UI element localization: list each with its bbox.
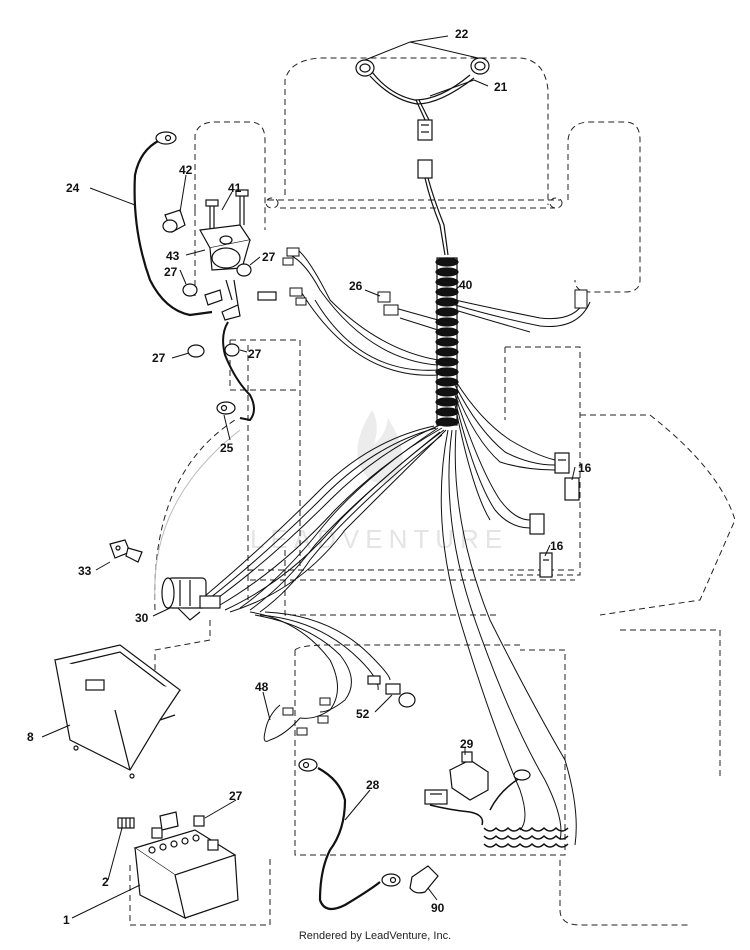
upper-connectors xyxy=(282,247,588,316)
coiled-wire xyxy=(429,777,569,848)
footer-credit: Rendered by LeadVenture, Inc. xyxy=(298,930,452,942)
fender-outline xyxy=(154,429,241,601)
label-27-c: 27 xyxy=(152,351,166,365)
harness-wires xyxy=(204,249,591,846)
part-90 xyxy=(409,865,439,894)
label-30: 30 xyxy=(135,611,149,625)
label-42: 42 xyxy=(179,163,193,177)
label-24: 24 xyxy=(66,181,80,195)
label-52: 52 xyxy=(356,707,370,721)
watermark-text: LEADVENTURE xyxy=(250,524,508,554)
cable-25-end xyxy=(216,401,236,415)
right-connectors xyxy=(529,452,580,578)
label-16-a: 16 xyxy=(578,461,592,475)
label-26: 26 xyxy=(349,279,363,293)
label-2: 2 xyxy=(102,875,109,889)
ignition-switch xyxy=(161,577,221,621)
connector-26b xyxy=(383,304,399,316)
label-27-a: 27 xyxy=(164,265,178,279)
label-1: 1 xyxy=(63,913,70,927)
battery-hardware xyxy=(117,811,205,831)
label-27-d: 27 xyxy=(248,347,262,361)
main-wire-loom xyxy=(435,257,459,427)
label-28: 28 xyxy=(366,778,380,792)
seat-switch xyxy=(424,751,490,805)
label-41: 41 xyxy=(228,181,242,195)
battery-cable-24 xyxy=(133,139,213,317)
cable-28-ends xyxy=(298,758,401,887)
headlight-assembly xyxy=(355,57,490,256)
label-27-e: 27 xyxy=(229,789,243,803)
cable-25 xyxy=(222,321,255,422)
watermark: LEADVENTURE xyxy=(250,410,508,554)
label-40: 40 xyxy=(459,278,473,292)
connector-26a xyxy=(377,291,391,303)
solenoid-group xyxy=(162,189,277,358)
coil-ring xyxy=(513,769,531,781)
label-43: 43 xyxy=(166,249,180,263)
label-33: 33 xyxy=(78,564,92,578)
part-48 xyxy=(282,697,331,736)
part-52 xyxy=(367,675,416,708)
label-22: 22 xyxy=(455,27,469,41)
label-8: 8 xyxy=(27,730,34,744)
tractor-outline xyxy=(129,57,736,926)
label-29: 29 xyxy=(460,737,474,751)
label-48: 48 xyxy=(255,680,269,694)
label-16-b: 16 xyxy=(550,539,564,553)
label-27-b: 27 xyxy=(262,250,276,264)
battery-tray xyxy=(53,644,182,779)
cable-28 xyxy=(317,767,381,911)
label-21: 21 xyxy=(494,80,508,94)
callout-labels: 22 21 24 42 41 43 27 27 27 27 25 26 40 1… xyxy=(27,27,592,927)
label-25: 25 xyxy=(220,441,234,455)
leader-lines xyxy=(41,35,576,919)
label-90: 90 xyxy=(431,901,445,915)
battery-cable-24-ends xyxy=(155,131,177,145)
battery xyxy=(133,827,239,920)
ignition-key xyxy=(109,539,143,563)
